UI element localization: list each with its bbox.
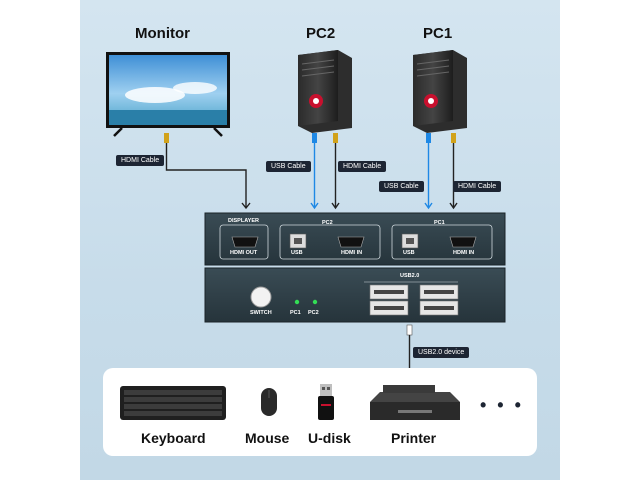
led-pc1-label: PC1 [290, 310, 301, 316]
pc-tower-icon [298, 50, 352, 133]
mouse-icon [261, 388, 277, 416]
switch-back-panel [204, 212, 506, 266]
usb-stick-icon [318, 384, 334, 420]
pc2-title: PC2 [306, 25, 336, 42]
diagram-canvas: Monitor PC2 PC1 [80, 0, 560, 480]
pc1-hdmi-in-label: HDMI IN [453, 250, 475, 256]
led-pc2-label: PC2 [308, 310, 319, 316]
hdmi-cable-label-monitor: HDMI Cable [116, 155, 165, 166]
diagram-graphics [103, 50, 537, 456]
usb-cable-label-pc2: USB Cable [266, 161, 311, 172]
switch-button-label: SWITCH [250, 310, 272, 316]
hdmi-out-label: HDMI OUT [230, 250, 258, 256]
cable-lines [164, 133, 458, 372]
device-label-udisk: U-disk [308, 430, 351, 446]
displayer-label: DISPLAYER [228, 218, 259, 224]
tv-icon [106, 52, 230, 137]
more-devices-ellipsis: • • • [480, 395, 524, 415]
keyboard-icon [120, 386, 226, 420]
monitor-title: Monitor [135, 25, 190, 42]
pc-tower-icon [413, 50, 467, 133]
pc1-usb-label: USB [403, 250, 415, 256]
usb-cable-label-pc1: USB Cable [379, 181, 424, 192]
pc2-group-label: PC2 [322, 220, 333, 226]
device-label-printer: Printer [391, 430, 437, 446]
hdmi-cable-label-pc2: HDMI Cable [338, 161, 387, 172]
usb20-group-label: USB2.0 [400, 273, 420, 279]
pc1-title: PC1 [423, 25, 453, 42]
usb-device-cable-label: USB2.0 device [413, 347, 470, 358]
device-label-mouse: Mouse [245, 430, 290, 446]
pc1-group-label: PC1 [434, 220, 445, 226]
hdmi-cable-label-pc1: HDMI Cable [453, 181, 502, 192]
device-label-keyboard: Keyboard [141, 430, 206, 446]
switch-front-panel [204, 267, 506, 323]
pc2-usb-label: USB [291, 250, 303, 256]
printer-icon [370, 385, 460, 420]
pc2-hdmi-in-label: HDMI IN [341, 250, 363, 256]
